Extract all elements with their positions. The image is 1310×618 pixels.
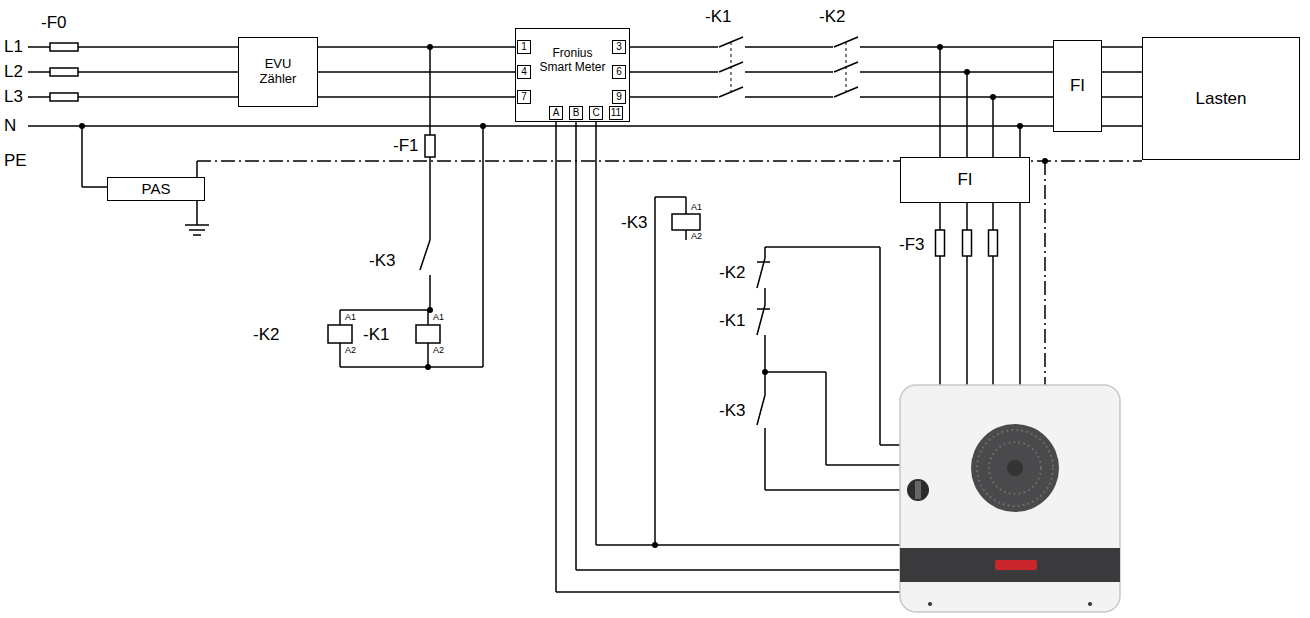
rcd-box: FI xyxy=(900,157,1030,203)
node-text: EVU Zähler xyxy=(247,57,309,87)
terminal-name: A1 xyxy=(432,313,445,322)
node-text: Lasten xyxy=(1195,89,1246,109)
node-text: FI xyxy=(1070,76,1085,96)
node-text: PAS xyxy=(142,180,171,197)
contact-name: -K2 xyxy=(718,264,746,281)
fuse-name: -F0 xyxy=(40,14,68,31)
load-box: Lasten xyxy=(1142,37,1300,160)
terminal-number: 7 xyxy=(517,90,531,104)
terminal-number: 3 xyxy=(612,40,626,54)
node-text: FI xyxy=(957,170,972,190)
terminal-number: 6 xyxy=(612,65,626,79)
terminal-name: A2 xyxy=(344,346,357,355)
terminal-number: 4 xyxy=(517,65,531,79)
line-name: L1 xyxy=(3,38,24,55)
terminal-number: 11 xyxy=(609,106,623,120)
contact-name: -K3 xyxy=(368,252,396,269)
line-name: PE xyxy=(3,152,28,169)
wire xyxy=(318,71,515,73)
fuse-name: -F1 xyxy=(392,137,420,154)
coil-name: -K2 xyxy=(252,326,280,343)
contact-name: -K3 xyxy=(718,402,746,419)
line-name: L3 xyxy=(3,88,24,105)
coil-name: -K1 xyxy=(362,326,390,343)
rcd-box: FI xyxy=(1053,40,1102,132)
equipotential-bar: PAS xyxy=(107,177,205,201)
node-text: Fronius Smart Meter xyxy=(537,47,609,75)
terminal-name: A1 xyxy=(690,203,703,212)
coil-name: -K3 xyxy=(620,214,648,231)
terminal-number: C xyxy=(589,106,603,120)
terminal-name: A2 xyxy=(432,346,445,355)
wire xyxy=(1102,71,1142,73)
meter-box: EVU Zähler xyxy=(238,37,318,107)
contact-name: -K2 xyxy=(818,8,846,25)
line-name: L2 xyxy=(3,63,24,80)
terminal-name: A1 xyxy=(344,313,357,322)
terminal-number: B xyxy=(569,106,583,120)
terminal-number: 9 xyxy=(612,90,626,104)
contact-name: -K1 xyxy=(718,312,746,329)
terminal-number: 1 xyxy=(517,40,531,54)
terminal-number: A xyxy=(549,106,563,120)
terminal-name: A2 xyxy=(690,232,703,241)
inverter-illustration xyxy=(900,385,1120,612)
line-name: N xyxy=(3,117,17,134)
fuse-name: -F3 xyxy=(898,236,926,253)
contact-name: -K1 xyxy=(704,8,732,25)
